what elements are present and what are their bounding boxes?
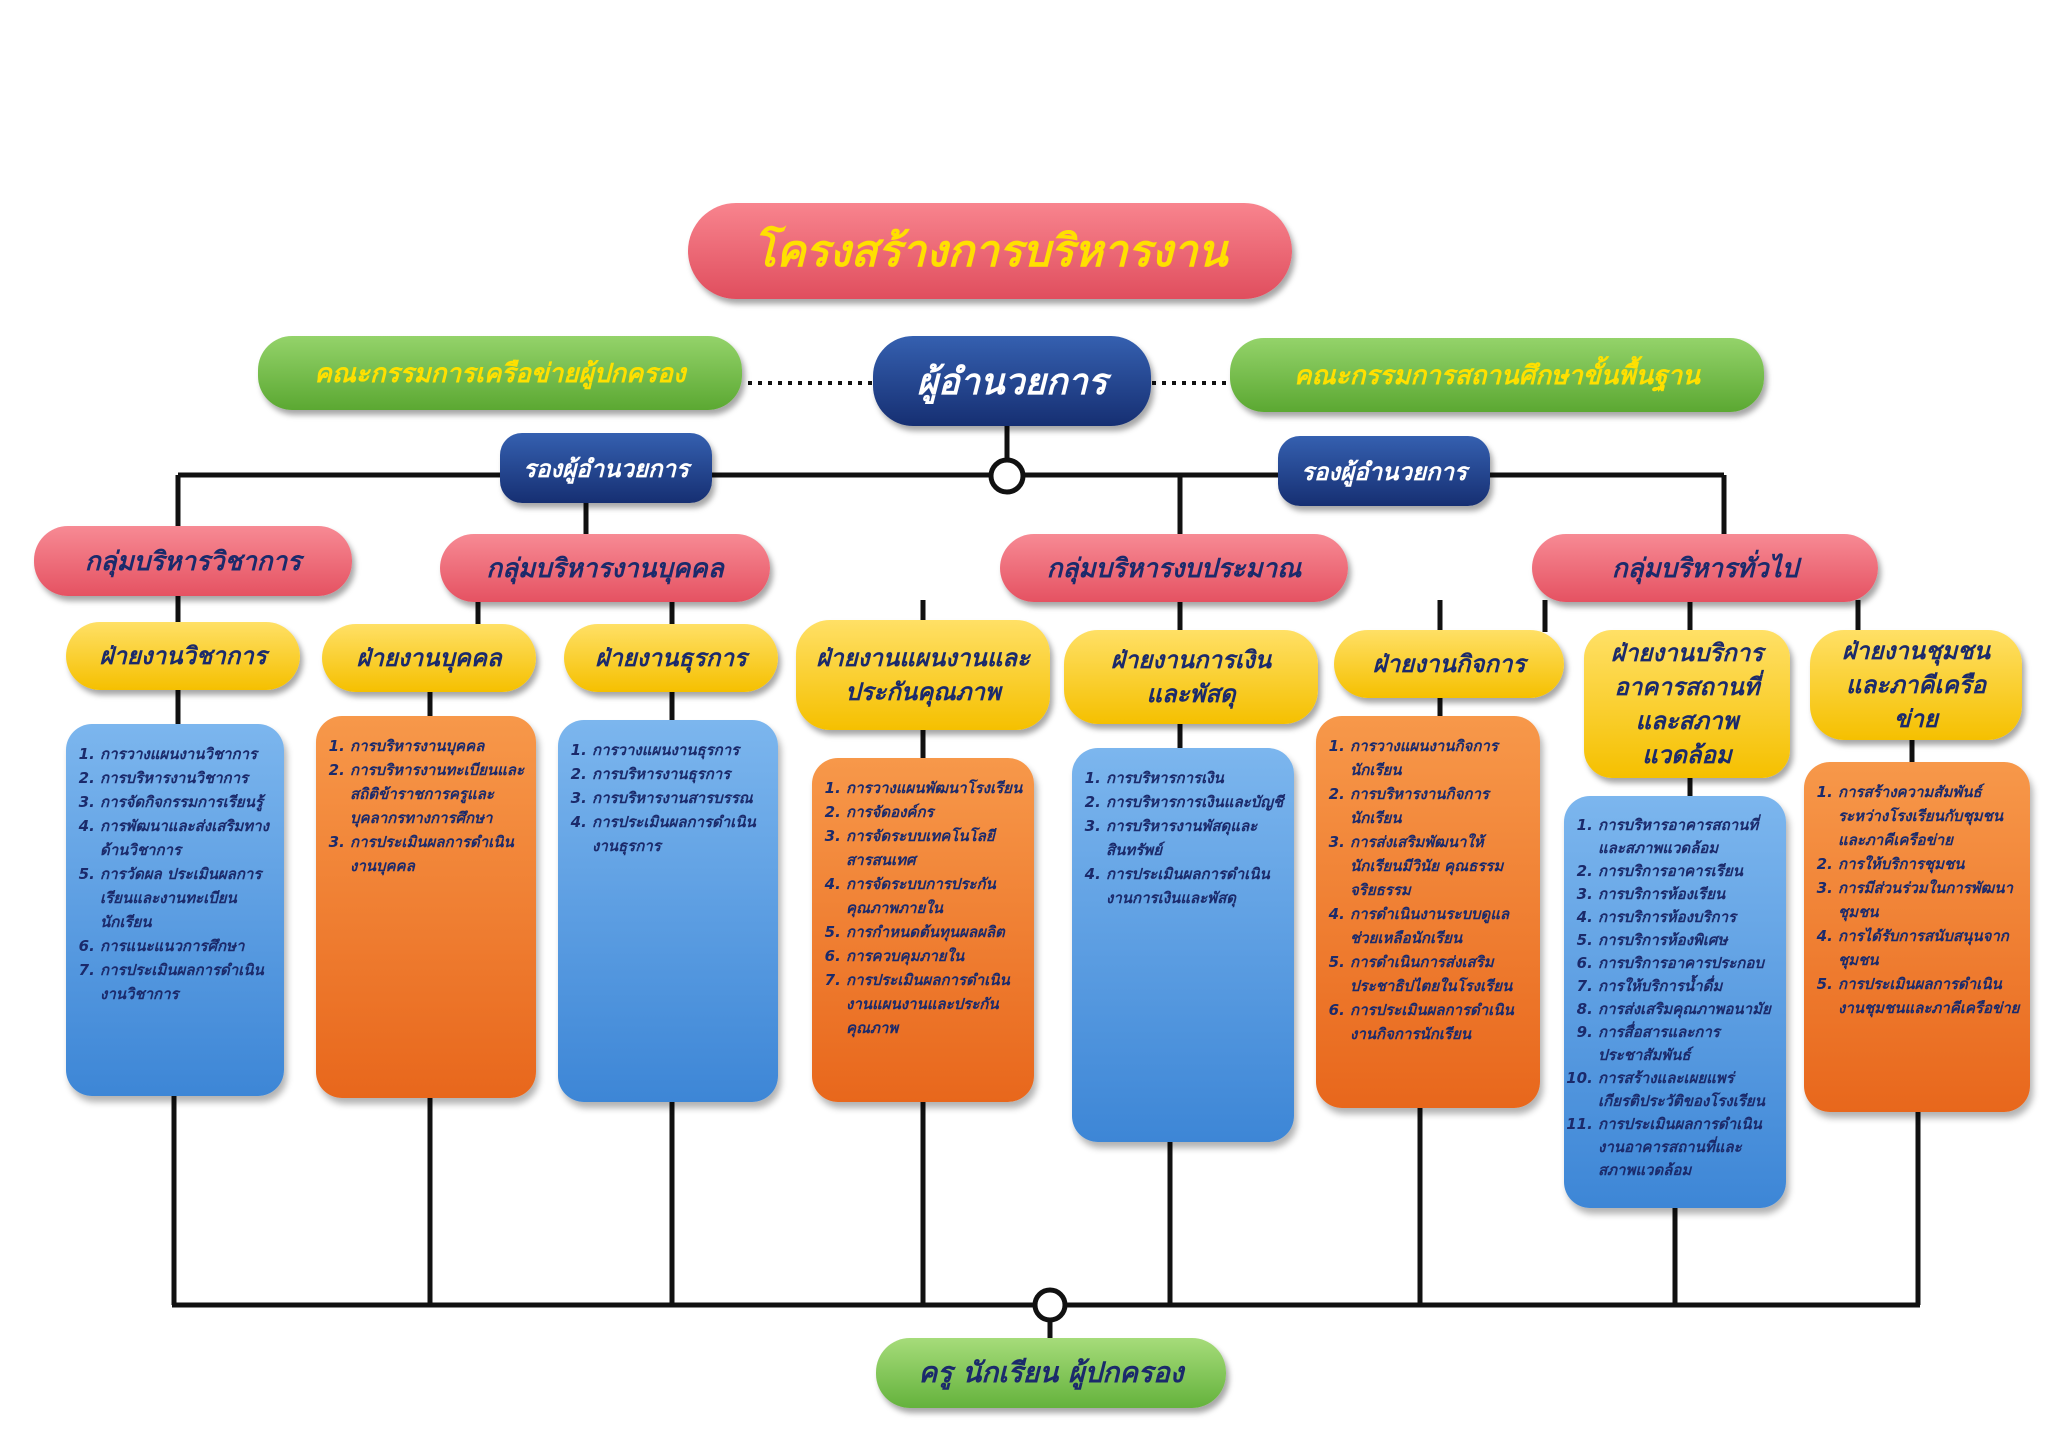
group-budget: กลุ่มบริหารงบประมาณ — [1000, 534, 1348, 602]
task-item: การบริหารการเงินและบัญชี — [1106, 790, 1284, 814]
director-box: ผู้อำนวยการ — [873, 336, 1151, 426]
task-item: การบริการห้องบริการ — [1598, 906, 1776, 929]
tasks-facilities-box: การบริหารอาคารสถานที่และสภาพแวดล้อมการบร… — [1564, 796, 1786, 1208]
task-item: การประเมินผลการดำเนินงานวิชาการ — [100, 958, 274, 1006]
task-item: การประเมินผลการดำเนินงานอาคารสถานที่และส… — [1598, 1113, 1776, 1182]
task-item: การวางแผนงานกิจการนักเรียน — [1350, 734, 1530, 782]
task-item: การได้รับการสนับสนุนจากชุมชน — [1838, 924, 2020, 972]
task-item: การพัฒนาและส่งเสริมทางด้านวิชาการ — [100, 814, 274, 862]
task-item: การบริการห้องพิเศษ — [1598, 929, 1776, 952]
dept-admin: ฝ่ายงานธุรการ — [564, 624, 778, 692]
task-item: การให้บริการน้ำดื่ม — [1598, 975, 1776, 998]
committee-right-box: คณะกรรมการสถานศึกษาขั้นพื้นฐาน — [1230, 338, 1764, 412]
group-academic: กลุ่มบริหารวิชาการ — [34, 526, 352, 596]
task-item: การบริหารการเงิน — [1106, 766, 1284, 790]
task-item: การจัดระบบการประกันคุณภาพภายใน — [846, 872, 1024, 920]
task-item: การแนะแนวการศึกษา — [100, 934, 274, 958]
task-item: การบริหารงานบุคคล — [350, 734, 526, 758]
group-general: กลุ่มบริหารทั่วไป — [1532, 534, 1878, 602]
task-item: การประเมินผลการดำเนินงานแผนงานและประกันค… — [846, 968, 1024, 1040]
task-item: การบริหารงานสารบรรณ — [592, 786, 768, 810]
task-item: การสื่อสารและการประชาสัมพันธ์ — [1598, 1021, 1776, 1067]
task-item: การประเมินผลการดำเนินงานชุมชนและภาคีเครื… — [1838, 972, 2020, 1020]
task-item: การจัดกิจกรรมการเรียนรู้ — [100, 790, 274, 814]
dept-community: ฝ่ายงานชุมชนและภาคีเครือข่าย — [1810, 630, 2022, 740]
tasks-personnel-box: การบริหารงานบุคคลการบริหารงานทะเบียนและส… — [316, 716, 536, 1098]
task-item: การจัดระบบเทคโนโลยีสารสนเทศ — [846, 824, 1024, 872]
deputy-right-box: รองผู้อำนวยการ — [1278, 436, 1490, 506]
tasks-planning-list: การวางแผนพัฒนาโรงเรียนการจัดองค์กรการจัด… — [822, 776, 1024, 1040]
task-item: การบริการอาคารประกอบ — [1598, 952, 1776, 975]
tasks-finance-list: การบริหารการเงินการบริหารการเงินและบัญชี… — [1082, 766, 1284, 910]
task-item: การบริการอาคารเรียน — [1598, 860, 1776, 883]
dept-academic: ฝ่ายงานวิชาการ — [66, 622, 300, 690]
tasks-community-box: การสร้างความสัมพันธ์ระหว่างโรงเรียนกับชุ… — [1804, 762, 2030, 1112]
tasks-affairs-list: การวางแผนงานกิจการนักเรียนการบริหารงานกิ… — [1326, 734, 1530, 1046]
task-item: การวางแผนงานวิชาการ — [100, 742, 274, 766]
tasks-academic-box: การวางแผนงานวิชาการการบริหารงานวิชาการกา… — [66, 724, 284, 1096]
task-item: การบริการห้องเรียน — [1598, 883, 1776, 906]
diagram-title: โครงสร้างการบริหารงาน — [688, 203, 1292, 299]
task-item: การดำเนินการส่งเสริมประชาธิปไตยในโรงเรีย… — [1350, 950, 1530, 998]
task-item: การกำหนดต้นทุนผลผลิต — [846, 920, 1024, 944]
dept-personnel: ฝ่ายงานบุคคล — [322, 624, 536, 692]
tasks-affairs-box: การวางแผนงานกิจการนักเรียนการบริหารงานกิ… — [1316, 716, 1540, 1108]
task-item: การส่งเสริมคุณภาพอนามัย — [1598, 998, 1776, 1021]
task-item: การประเมินผลการดำเนินงานการเงินและพัสดุ — [1106, 862, 1284, 910]
tasks-personnel-list: การบริหารงานบุคคลการบริหารงานทะเบียนและส… — [326, 734, 526, 878]
dept-planning: ฝ่ายงานแผนงานและประกันคุณภาพ — [796, 620, 1050, 730]
task-item: การประเมินผลการดำเนินงานกิจการนักเรียน — [1350, 998, 1530, 1046]
tasks-community-list: การสร้างความสัมพันธ์ระหว่างโรงเรียนกับชุ… — [1814, 780, 2020, 1020]
task-item: การบริหารงานวิชาการ — [100, 766, 274, 790]
deputy-left-box: รองผู้อำนวยการ — [500, 433, 712, 503]
task-item: การควบคุมภายใน — [846, 944, 1024, 968]
task-item: การให้บริการชุมชน — [1838, 852, 2020, 876]
task-item: การบริหารงานทะเบียนและสถิติข้าราชการครูแ… — [350, 758, 526, 830]
task-item: การวางแผนงานธุรการ — [592, 738, 768, 762]
task-item: การสร้างและเผยแพร่เกียรติประวัติของโรงเร… — [1598, 1067, 1776, 1113]
task-item: การบริหารอาคารสถานที่และสภาพแวดล้อม — [1598, 814, 1776, 860]
tasks-facilities-list: การบริหารอาคารสถานที่และสภาพแวดล้อมการบร… — [1574, 814, 1776, 1182]
dept-facilities: ฝ่ายงานบริการอาคารสถานที่และสภาพแวดล้อม — [1584, 630, 1790, 778]
tasks-finance-box: การบริหารการเงินการบริหารการเงินและบัญชี… — [1072, 748, 1294, 1142]
task-item: การบริหารงานพัสดุและสินทรัพย์ — [1106, 814, 1284, 862]
task-item: การจัดองค์กร — [846, 800, 1024, 824]
task-item: การบริหารงานกิจการนักเรียน — [1350, 782, 1530, 830]
task-item: การมีส่วนร่วมในการพัฒนาชุมชน — [1838, 876, 2020, 924]
task-item: การวัดผล ประเมินผลการเรียนและงานทะเบียนน… — [100, 862, 274, 934]
task-item: การประเมินผลการดำเนินงานบุคคล — [350, 830, 526, 878]
tasks-planning-box: การวางแผนพัฒนาโรงเรียนการจัดองค์กรการจัด… — [812, 758, 1034, 1102]
dept-affairs: ฝ่ายงานกิจการ — [1334, 630, 1564, 698]
committee-left-box: คณะกรรมการเครือข่ายผู้ปกครอง — [258, 336, 742, 410]
tasks-admin-list: การวางแผนงานธุรการการบริหารงานธุรการการบ… — [568, 738, 768, 858]
tasks-admin-box: การวางแผนงานธุรการการบริหารงานธุรการการบ… — [558, 720, 778, 1102]
task-item: การวางแผนพัฒนาโรงเรียน — [846, 776, 1024, 800]
task-item: การส่งเสริมพัฒนาให้นักเรียนมีวินัย คุณธร… — [1350, 830, 1530, 902]
task-item: การสร้างความสัมพันธ์ระหว่างโรงเรียนกับชุ… — [1838, 780, 2020, 852]
task-item: การดำเนินงานระบบดูแลช่วยเหลือนักเรียน — [1350, 902, 1530, 950]
task-item: การประเมินผลการดำเนินงานธุรการ — [592, 810, 768, 858]
tasks-academic-list: การวางแผนงานวิชาการการบริหารงานวิชาการกา… — [76, 742, 274, 1006]
stakeholders-box: ครู นักเรียน ผู้ปกครอง — [876, 1338, 1226, 1408]
group-personnel: กลุ่มบริหารงานบุคคล — [440, 534, 770, 602]
dept-finance: ฝ่ายงานการเงินและพัสดุ — [1064, 630, 1318, 724]
task-item: การบริหารงานธุรการ — [592, 762, 768, 786]
